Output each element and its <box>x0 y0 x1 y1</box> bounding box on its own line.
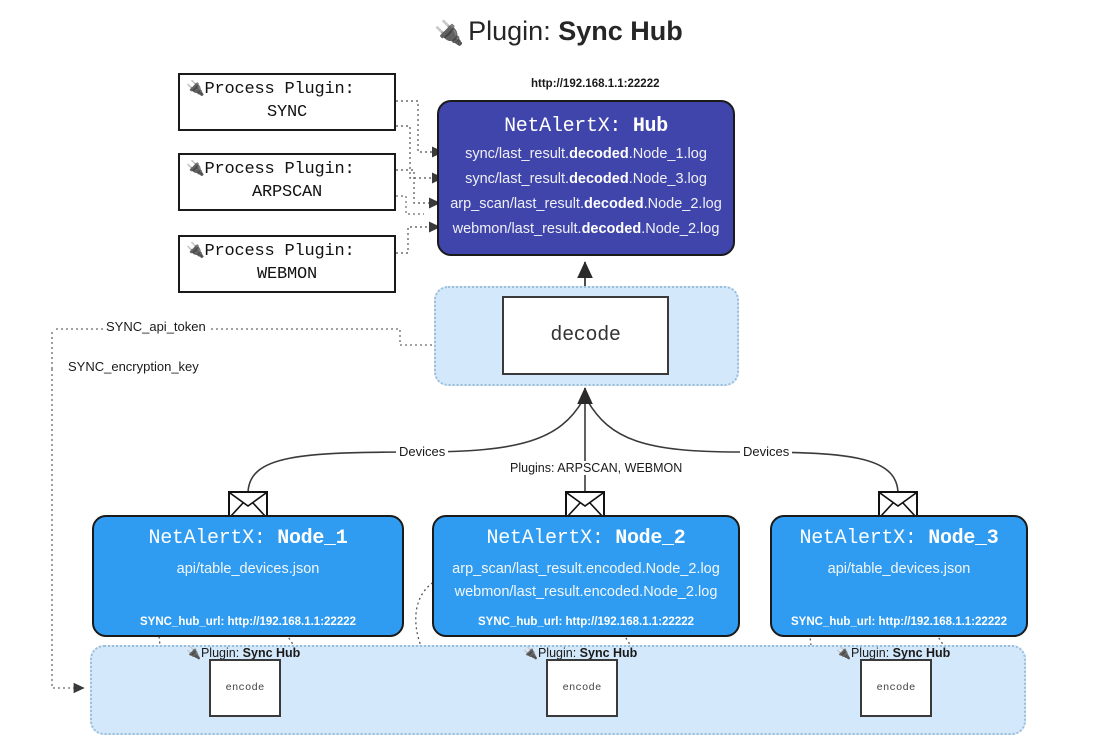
hub-url-label: http://192.168.1.1:22222 <box>531 78 660 90</box>
node-log-list: api/table_devices.json <box>772 558 1026 581</box>
node-card-node-3[interactable]: NetAlertX: Node_3 api/table_devices.json… <box>770 515 1028 637</box>
encode-box-1[interactable]: encode <box>209 659 281 717</box>
node-hub-url: SYNC_hub_url: http://192.168.1.1:22222 <box>139 616 357 628</box>
title-prefix: Plugin: <box>468 16 551 46</box>
edge-label-devices-left: Devices <box>396 444 449 459</box>
hub-log-item: sync/last_result.decoded.Node_1.log <box>465 146 707 162</box>
edge-label-plugins: Plugins: ARPSCAN, WEBMON <box>507 461 686 475</box>
plug-icon: 🔌 <box>186 161 205 178</box>
plug-icon: 🔌 <box>186 646 201 660</box>
decode-box[interactable]: decode <box>502 296 669 375</box>
node-log-item: webmon/last_result.encoded.Node_2.log <box>454 584 718 601</box>
plug-icon: 🔌 <box>523 646 538 660</box>
encode-box-3[interactable]: encode <box>860 659 932 717</box>
plug-icon: 🔌 <box>186 81 205 98</box>
title-name: Sync Hub <box>558 16 683 46</box>
node-title: NetAlertX: Node_3 <box>799 527 999 550</box>
hub-log-item: sync/last_result.decoded.Node_3.log <box>465 170 707 187</box>
process-plugin-arpscan[interactable]: 🔌Process Plugin: ARPSCAN <box>178 153 396 211</box>
node-log-item: api/table_devices.json <box>827 561 971 577</box>
envelope-flap <box>566 492 604 518</box>
node-card-node-2[interactable]: NetAlertX: Node_2 arp_scan/last_result.e… <box>432 515 740 637</box>
encoder-plugin-label-3: 🔌Plugin: Sync Hub <box>836 646 951 660</box>
process-plugin-line2: WEBMON <box>256 264 317 284</box>
hub-log-item: webmon/last_result.decoded.Node_2.log <box>452 220 720 237</box>
hub-log-list: sync/last_result.decoded.Node_1.log sync… <box>439 142 733 242</box>
plug-icon: 🔌 <box>186 243 205 260</box>
envelope-icon <box>565 491 605 519</box>
envelope-icon <box>878 491 918 519</box>
process-plugin-line1: 🔌Process Plugin: <box>186 160 355 179</box>
node-title: NetAlertX: Node_2 <box>486 527 686 550</box>
hub-title: NetAlertX: Hub <box>504 115 668 138</box>
plug-icon: 🔌 <box>434 20 465 47</box>
node-log-list: arp_scan/last_result.encoded.Node_2.log … <box>434 558 738 605</box>
process-plugin-line1: 🔌Process Plugin: <box>186 80 355 99</box>
node-hub-url: SYNC_hub_url: http://192.168.1.1:22222 <box>790 616 1008 628</box>
hub-node[interactable]: NetAlertX: Hub sync/last_result.decoded.… <box>437 100 735 256</box>
process-plugin-line2: ARPSCAN <box>251 182 322 202</box>
encode-box-2[interactable]: encode <box>546 659 618 717</box>
label-sync-encryption-key: SYNC_encryption_key <box>65 359 202 374</box>
hub-log-item: arp_scan/last_result.decoded.Node_2.log <box>450 195 722 212</box>
process-plugin-line1: 🔌Process Plugin: <box>186 242 355 261</box>
process-plugin-line2: SYNC <box>266 102 307 122</box>
envelope-icon <box>228 491 268 519</box>
page-title: 🔌Plugin: Sync Hub <box>0 16 1117 47</box>
node-hub-url: SYNC_hub_url: http://192.168.1.1:22222 <box>477 616 695 628</box>
edge-label-devices-right: Devices <box>740 444 793 459</box>
envelope-flap <box>879 492 917 518</box>
node-log-item: arp_scan/last_result.encoded.Node_2.log <box>452 561 720 577</box>
label-sync-api-token: SYNC_api_token <box>103 319 209 334</box>
node-log-item: api/table_devices.json <box>176 561 320 577</box>
process-plugin-sync[interactable]: 🔌Process Plugin: SYNC <box>178 73 396 131</box>
encoder-plugin-label-2: 🔌Plugin: Sync Hub <box>523 646 638 660</box>
node-card-node-1[interactable]: NetAlertX: Node_1 api/table_devices.json… <box>92 515 404 637</box>
envelope-flap <box>229 492 267 518</box>
process-plugin-webmon[interactable]: 🔌Process Plugin: WEBMON <box>178 235 396 293</box>
plug-icon: 🔌 <box>836 646 851 660</box>
node-log-list: api/table_devices.json <box>94 558 402 581</box>
encoder-plugin-label-1: 🔌Plugin: Sync Hub <box>186 646 301 660</box>
node-title: NetAlertX: Node_1 <box>148 527 348 550</box>
